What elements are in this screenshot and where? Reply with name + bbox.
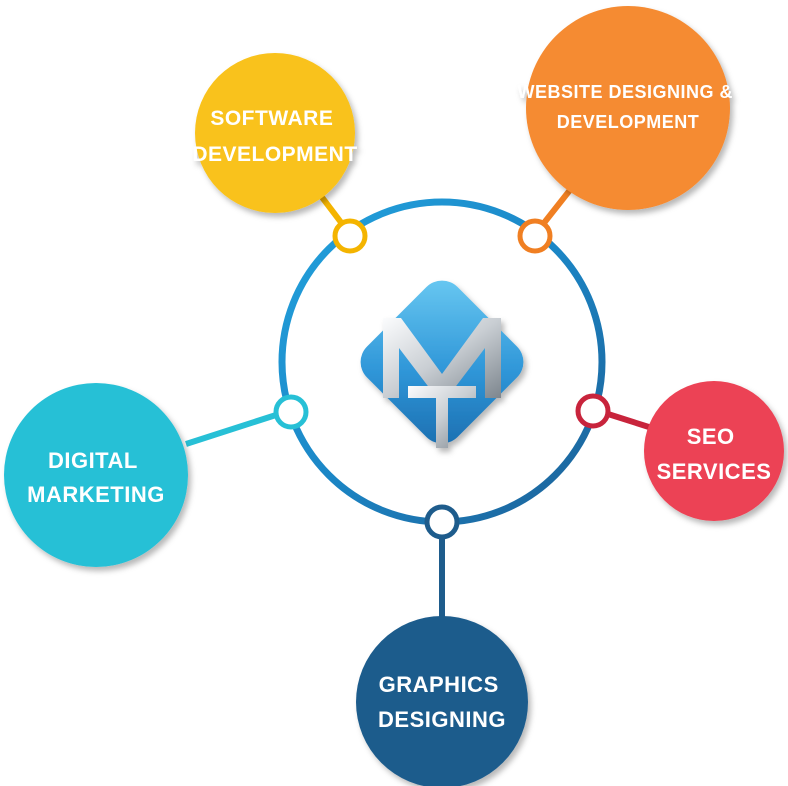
svg-text:SOFTWARE DEVELOPMENT: SOFTWARE DEVELOPMENT [192, 107, 357, 166]
logo-letter-t [408, 386, 476, 448]
bubble-digital-marketing[interactable]: DIGITAL MARKETING [4, 383, 188, 567]
bubble-seo-services[interactable]: SEO SERVICES [644, 381, 784, 521]
bubble-label-line-2: DEVELOPMENT [192, 143, 357, 166]
svg-text:GRAPHICS DESIGNING: GRAPHICS DESIGNING [378, 672, 506, 732]
bubble-label-line-1: SEO [687, 424, 735, 449]
mt-logo [360, 280, 524, 448]
bubble-circle [644, 381, 784, 521]
bubble-circle [526, 6, 730, 210]
svg-text:DIGITAL MARKETING: DIGITAL MARKETING [27, 448, 165, 507]
svg-text:WEBSITE DESIGNING & DE: WEBSITE DESIGNING & DEVELOPMENT [517, 82, 738, 132]
bubble-software-development[interactable]: SOFTWARE DEVELOPMENT [192, 53, 357, 213]
node-graphics-designing [424, 504, 460, 540]
bubble-label-line-1: WEBSITE DESIGNING & [517, 82, 733, 102]
node-seo-services [575, 393, 611, 429]
bubble-circle [4, 383, 188, 567]
connector-seo-services [607, 411, 653, 431]
ring-nodes [273, 218, 611, 540]
bubble-label-line-1: GRAPHICS [379, 672, 499, 697]
bubble-label-line-2: DESIGNING [378, 707, 506, 732]
bubble-graphics-designing[interactable]: GRAPHICS DESIGNING [356, 616, 528, 786]
node-website-designing [517, 218, 553, 254]
svg-text:SEO SERVICES: SEO SERVICES [657, 424, 772, 484]
logo-letter-m [383, 318, 501, 398]
bubble-circle [195, 53, 355, 213]
bubble-website-designing[interactable]: WEBSITE DESIGNING & DEVELOPMENT [517, 6, 738, 210]
node-digital-marketing [273, 394, 309, 430]
bubble-label-line-1: DIGITAL [48, 448, 137, 473]
bubble-label-line-2: DEVELOPMENT [557, 112, 700, 132]
node-software-development [332, 218, 368, 254]
bubble-label-line-2: SERVICES [657, 459, 772, 484]
bubble-label-line-2: MARKETING [27, 482, 165, 507]
connector-digital-marketing [185, 412, 277, 447]
bubble-label-line-1: SOFTWARE [210, 107, 333, 130]
bubble-circle [356, 616, 528, 786]
